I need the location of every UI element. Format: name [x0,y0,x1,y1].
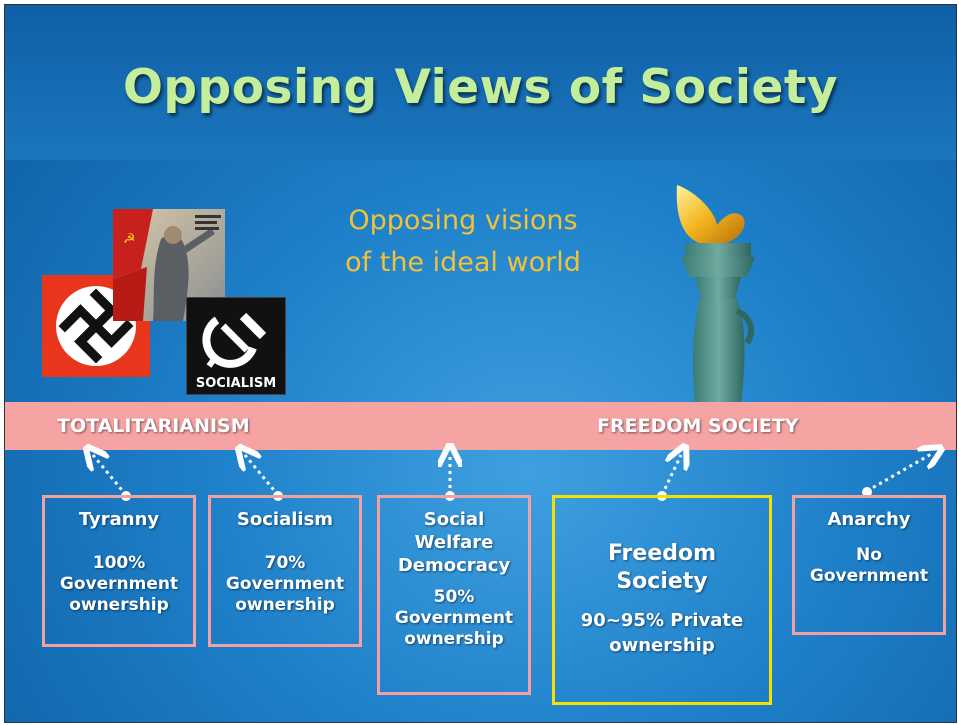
box-ownership-line1: Government [59,574,179,594]
liberty-torch-image [676,185,755,403]
anarchy-box: Anarchy No Government [792,495,946,635]
hammer-sickle-icon [202,312,267,368]
arrow-socialism [245,455,280,496]
box-title: Anarchy [827,509,911,530]
arrow-anarchy [866,453,933,493]
box-title-line2: Welfare [414,532,494,553]
spectrum-band [5,402,956,450]
socialism-box: Socialism 70% Government ownership [208,495,362,647]
arrow-tyranny [93,455,128,496]
subtitle-line-2: of the ideal world [345,247,581,278]
slide-title: Opposing Views of Society [122,60,839,115]
box-title-line2: Society [616,569,708,594]
box-ownership-line1: Government [394,608,514,628]
dot-anarchy [862,487,872,497]
subtitle-line-1: Opposing visions [348,205,578,236]
totalitarianism-label: TOTALITARIANISM [57,415,250,437]
socialism-badge: SOCIALISM [186,297,286,395]
freedom-society-label: FREEDOM SOCIETY [597,415,799,437]
box-percentage: 50% [433,587,475,607]
freedom-society-box: Freedom Society 90~95% Private ownership [552,495,772,705]
tyranny-box: Tyranny 100% Government ownership [42,495,196,647]
box-ownership-line2: ownership [609,635,715,656]
subtitle: Opposing visions of the ideal world [313,200,613,284]
socialism-badge-text: SOCIALISM [195,376,277,391]
title-band [5,5,956,160]
box-title: Tyranny [78,509,160,530]
box-title-line1: Social [423,509,485,530]
lenin-poster-image: ☭ [113,209,225,321]
box-percentage: 70% [264,553,306,573]
box-title-line1: Freedom [607,541,717,566]
arrow-freedom [660,455,681,496]
box-percentage: 100% [92,553,146,573]
slide: Opposing Views of Society ☭ [4,4,957,723]
box-ownership-line1: No [856,545,882,565]
social-welfare-democracy-box: Social Welfare Democracy 50% Government … [377,495,531,695]
box-ownership-line2: Government [809,566,929,586]
box-ownership-line2: ownership [235,595,335,615]
box-ownership-line1: 90~95% Private [580,610,744,631]
box-ownership-line2: ownership [404,629,504,649]
svg-text:☭: ☭ [123,231,136,247]
box-title: Socialism [236,509,334,530]
box-title-line3: Democracy [397,555,511,576]
box-ownership-line2: ownership [69,595,169,615]
box-ownership-line1: Government [225,574,345,594]
